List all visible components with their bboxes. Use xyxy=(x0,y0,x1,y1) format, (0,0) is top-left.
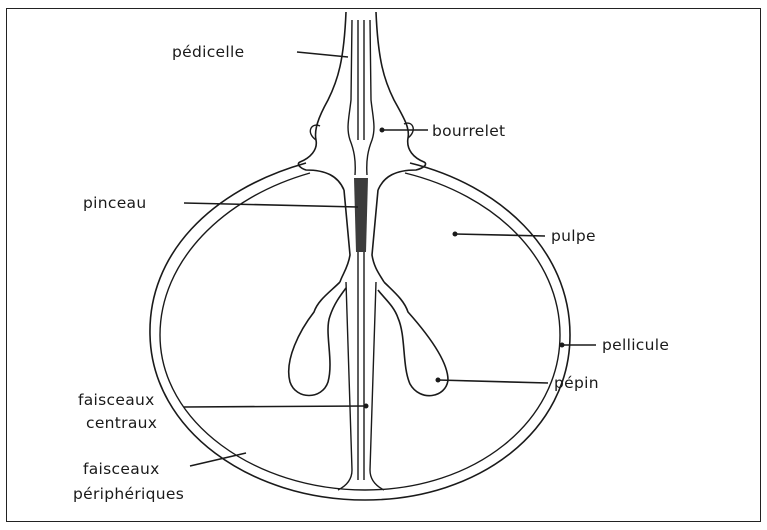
label-pepin: pépin xyxy=(554,374,599,392)
leader-pedicelle xyxy=(297,52,348,57)
label-pellicule: pellicule xyxy=(602,336,669,354)
label-faisceaux-centraux-line2: centraux xyxy=(86,414,157,432)
pedicel-outline xyxy=(298,12,425,190)
label-bourrelet: bourrelet xyxy=(432,122,505,140)
label-pulpe: pulpe xyxy=(551,227,596,245)
label-faisceaux-centraux-line1: faisceaux xyxy=(78,391,155,409)
leader-pepin xyxy=(438,380,548,383)
dot-faisceaux-centraux xyxy=(364,404,369,409)
leader-faisceaux-centraux xyxy=(184,406,366,407)
dot-pellicule xyxy=(560,343,565,348)
label-pinceau: pinceau xyxy=(83,194,146,212)
dot-bourrelet xyxy=(380,128,385,133)
dot-pulpe xyxy=(453,232,458,237)
label-faisceaux-peripheriques-line1: faisceaux xyxy=(83,460,160,478)
leader-pinceau xyxy=(184,203,358,207)
dot-pepin xyxy=(436,378,441,383)
label-faisceaux-peripheriques-line2: périphériques xyxy=(73,485,184,503)
pepin-left xyxy=(289,282,346,396)
pinceau-structure xyxy=(340,178,384,480)
faisceaux-centraux-lines xyxy=(338,282,384,490)
leader-lines xyxy=(184,52,596,466)
label-pedicelle: pédicelle xyxy=(172,43,244,61)
